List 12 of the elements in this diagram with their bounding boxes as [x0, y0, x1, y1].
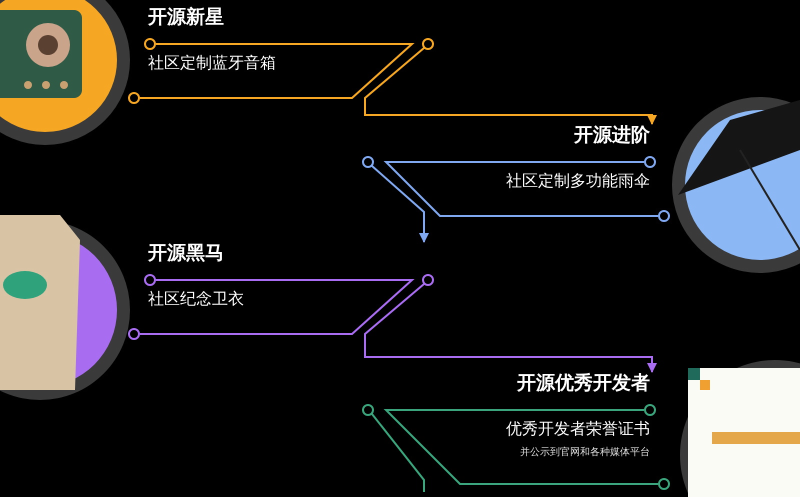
tier-title: 开源优秀开发者	[517, 372, 650, 396]
tier-title: 开源进阶	[574, 124, 650, 148]
arrow	[364, 106, 657, 125]
note-text: 并公示到官网和各种媒体平台	[520, 446, 650, 459]
arrow	[364, 342, 657, 373]
reward-description: 社区定制多功能雨伞	[506, 172, 650, 192]
reward-description: 社区纪念卫衣	[148, 290, 244, 310]
reward-description: 优秀开发者荣誉证书	[506, 420, 650, 440]
reward-description: 社区定制蓝牙音箱	[148, 54, 276, 74]
tier-title: 开源新星	[148, 6, 224, 30]
arrow	[419, 224, 429, 243]
tier-title: 开源黑马	[148, 242, 224, 266]
